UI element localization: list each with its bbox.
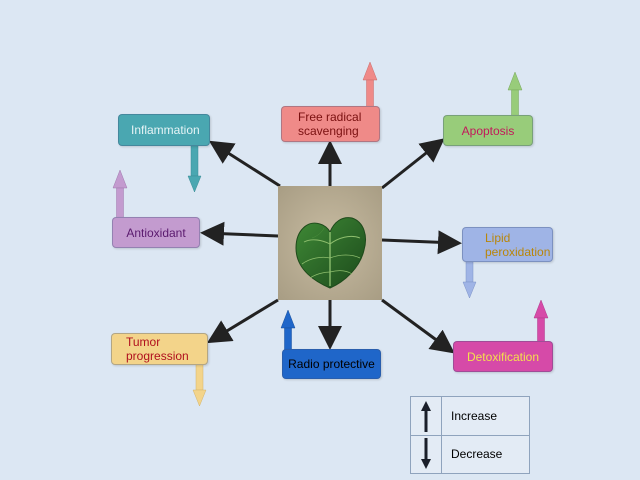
- inflammation-label: Inflammation: [131, 123, 200, 137]
- lipid-peroxidation-label: Lipid peroxidation: [485, 230, 551, 259]
- legend-row-increase: Increase: [411, 397, 529, 435]
- free-radical-increase-arrow-icon: [362, 61, 378, 119]
- connector-tumor: [206, 298, 279, 344]
- radio-protective-box: Radio protective: [282, 349, 381, 379]
- tumor-progression-label: Tumor progression: [126, 335, 189, 363]
- free-radical-box: Free radical scavenging: [281, 106, 380, 142]
- legend-decrease-label: Decrease: [451, 447, 503, 461]
- antioxidant-increase-arrow-icon: [112, 169, 128, 219]
- connector-apoptosis: [381, 138, 445, 190]
- antioxidant-label: Antioxidant: [126, 225, 186, 240]
- increase-arrow-icon: [421, 401, 431, 432]
- radio-protective-label: Radio protective: [288, 357, 375, 371]
- legend-row-decrease: Decrease: [411, 435, 529, 473]
- connector-lipid: [381, 230, 462, 255]
- connector-detox: [381, 298, 455, 354]
- inflammation-decrease-arrow-icon: [187, 139, 202, 193]
- free-radical-label: Free radical scavenging: [298, 110, 362, 138]
- connector-antioxidant: [200, 221, 279, 246]
- tumor-progression-box: Tumor progression: [111, 333, 208, 365]
- apoptosis-label: Apoptosis: [461, 123, 515, 138]
- inflammation-box: Inflammation: [118, 114, 210, 146]
- detoxification-label: Detoxification: [466, 349, 540, 364]
- apoptosis-box: Apoptosis: [443, 115, 533, 146]
- legend-divider-horizontal: [411, 435, 529, 436]
- lipid-peroxidation-box: Lipid peroxidation: [462, 227, 553, 262]
- lipid-peroxidation-decrease-arrow-icon: [462, 257, 477, 299]
- radio-protective-increase-arrow-icon: [280, 309, 296, 355]
- connector-inflammation: [208, 140, 281, 188]
- betel-leaf-icon: [278, 186, 382, 300]
- detoxification-increase-arrow-icon: [533, 299, 549, 347]
- betel-leaf-photo: [278, 186, 382, 300]
- legend: Increase Decrease: [410, 396, 530, 474]
- legend-increase-label: Increase: [451, 409, 498, 423]
- antioxidant-box: Antioxidant: [112, 217, 200, 248]
- decrease-arrow-icon: [421, 438, 431, 469]
- detoxification-box: Detoxification: [453, 341, 553, 372]
